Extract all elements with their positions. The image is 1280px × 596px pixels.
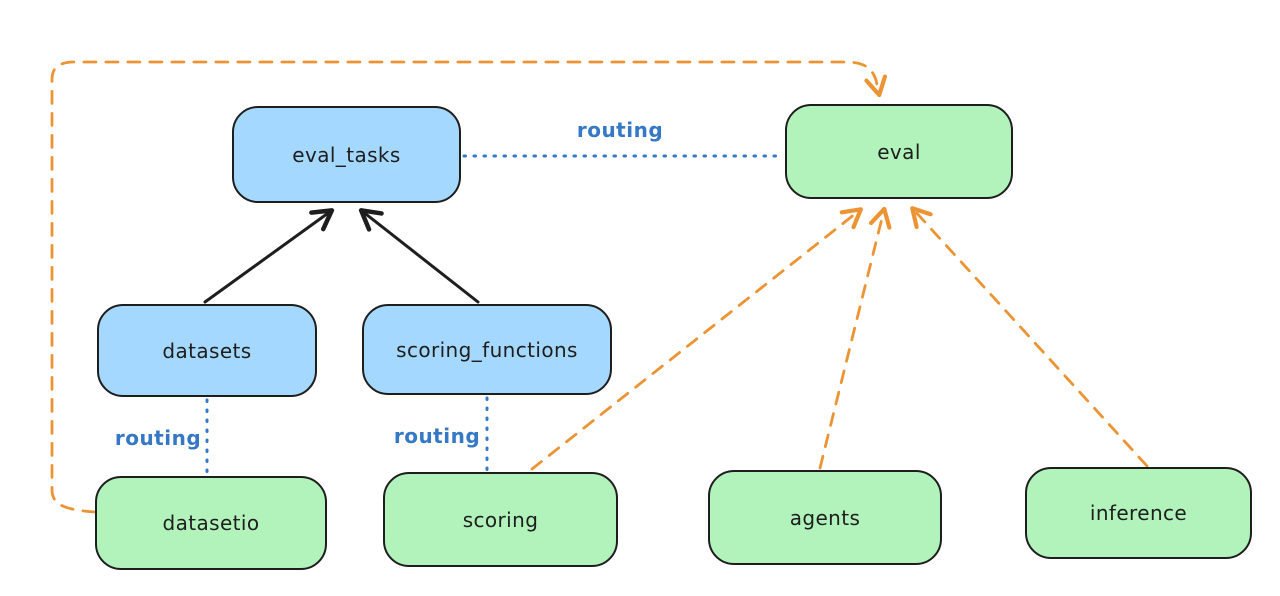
edge-scoring-to-eval: [530, 207, 863, 471]
node-datasets: datasets: [97, 304, 317, 397]
edge-label-routing-scoring-functions-scoring: routing: [393, 424, 481, 448]
node-agents: agents: [708, 470, 942, 565]
node-inference: inference: [1025, 467, 1252, 559]
node-eval-tasks: eval_tasks: [232, 106, 461, 203]
edge-datasets-to-eval-tasks: [203, 208, 335, 304]
node-scoring: scoring: [383, 472, 618, 567]
edge-label-routing-datasets-datasetio: routing: [114, 426, 202, 450]
edge-label-routing-eval-tasks-eval: routing: [576, 118, 664, 142]
node-scoring-functions: scoring_functions: [362, 304, 612, 395]
node-datasetio: datasetio: [95, 476, 327, 570]
edge-inference-to-eval: [910, 206, 1149, 468]
edge-agents-to-eval: [818, 206, 892, 470]
node-eval: eval: [785, 104, 1013, 199]
edge-scoring-functions-to-eval-tasks: [358, 208, 480, 304]
